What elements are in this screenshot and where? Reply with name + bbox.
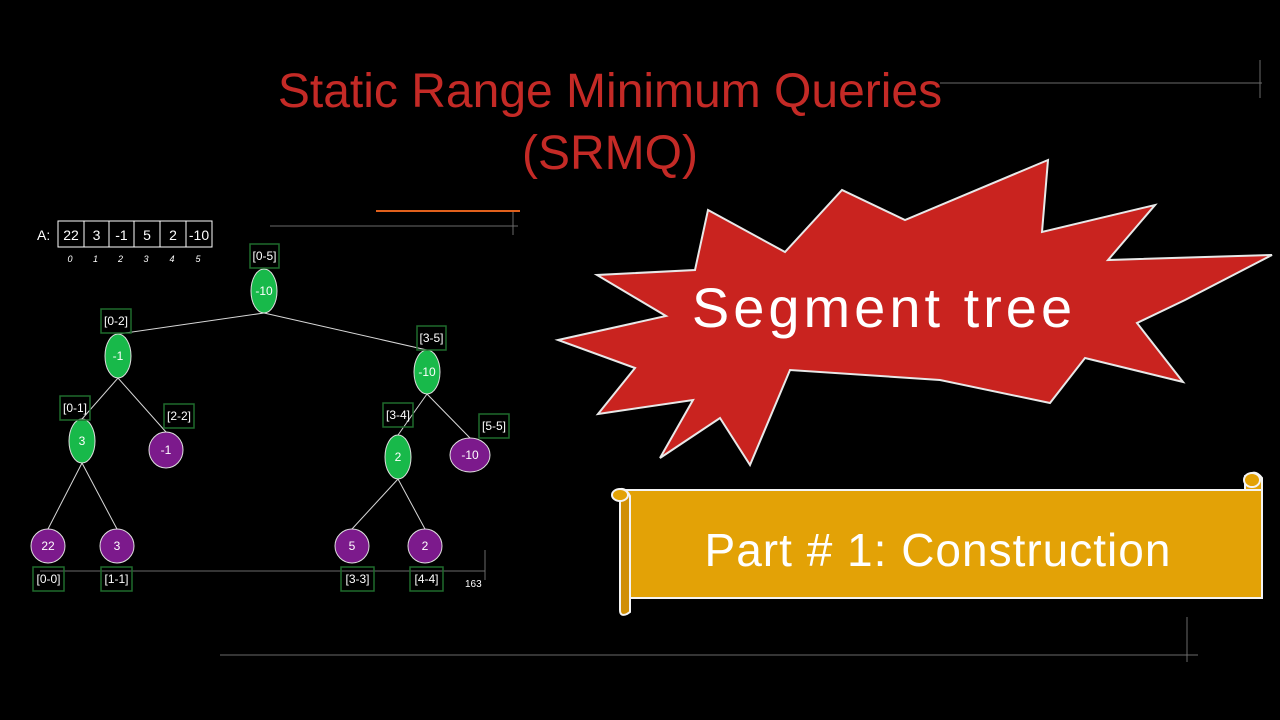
guide-lines — [40, 60, 1262, 662]
node-circle — [99, 528, 135, 564]
tree-nodes: -10 [0-5] -1 [0-2] -10 [3-5] 3 [0-1] -1 [2-2] 2 [3-… — [30, 243, 510, 592]
node-value: 2 — [395, 450, 402, 464]
range-label: [3-4] — [386, 408, 410, 422]
tree-edge — [81, 462, 118, 530]
banner-right-roll — [1243, 472, 1261, 488]
range-label: [5-5] — [482, 419, 506, 433]
segment-tree-burst: Segment tree — [554, 158, 1273, 468]
range-box — [340, 566, 375, 592]
tree-node-0-1: 3 [0-1] — [59, 395, 96, 464]
array-index: 5 — [195, 254, 201, 264]
array-value: 3 — [93, 227, 101, 243]
tree-edge — [397, 478, 426, 530]
array-index: 0 — [67, 254, 72, 264]
node-value: 5 — [349, 539, 356, 553]
array-a: A: 22 0 3 1 -1 2 5 3 2 4 -10 5 — [37, 220, 213, 264]
tree-edge — [351, 478, 399, 530]
range-box — [416, 325, 447, 351]
range-box — [249, 243, 280, 269]
node-value: 2 — [422, 539, 429, 553]
tree-node-0-0: 22 [0-0] — [30, 528, 66, 592]
tree-edge — [117, 312, 265, 335]
tree-edge — [426, 393, 471, 439]
tree-node-0-2: -1 [0-2] — [100, 308, 132, 379]
banner-text: Part # 1: Construction — [705, 524, 1172, 576]
array-index: 4 — [169, 254, 174, 264]
node-circle — [407, 528, 443, 564]
range-box — [409, 566, 444, 592]
array-cell — [185, 220, 213, 248]
range-box — [100, 566, 133, 592]
node-value: -10 — [255, 284, 273, 298]
range-label: [2-2] — [167, 409, 191, 423]
node-value: -10 — [418, 365, 436, 379]
array-index: 3 — [143, 254, 148, 264]
range-label: [1-1] — [104, 572, 128, 586]
tree-edges — [47, 312, 471, 530]
slide-title-line2: (SRMQ) — [522, 127, 698, 180]
node-value: -10 — [461, 448, 479, 462]
node-circle — [68, 418, 96, 464]
node-value: 3 — [79, 434, 86, 448]
node-circle — [449, 437, 491, 473]
node-value: -1 — [113, 349, 124, 363]
range-box — [382, 402, 414, 428]
array-value: 2 — [169, 227, 177, 243]
slide-title-line1: Static Range Minimum Queries — [277, 65, 943, 118]
banner-body — [619, 489, 1263, 599]
tree-node-3-3: 5 [3-3] — [334, 528, 375, 592]
tree-edge — [117, 377, 167, 433]
array-index: 2 — [117, 254, 123, 264]
array-value: -1 — [115, 227, 128, 243]
array-index: 1 — [93, 254, 98, 264]
node-value: 22 — [41, 539, 55, 553]
tree-node-3-5: -10 [3-5] — [413, 325, 447, 395]
node-value: -1 — [161, 443, 172, 457]
range-box — [163, 403, 195, 429]
node-value: 3 — [114, 539, 121, 553]
node-circle — [384, 434, 412, 480]
construction-banner: Part # 1: Construction — [611, 471, 1263, 616]
range-box — [59, 395, 91, 421]
range-label: [0-2] — [104, 314, 128, 328]
tree-node-1-1: 3 [1-1] — [99, 528, 135, 592]
tree-node-5-5: -10 [5-5] — [449, 413, 510, 473]
tree-footnote: 163 — [465, 579, 482, 590]
range-label: [3-3] — [345, 572, 369, 586]
array-label: A: — [37, 227, 50, 243]
tree-edge — [81, 377, 119, 420]
node-circle — [250, 268, 278, 314]
array-value: 5 — [143, 227, 151, 243]
node-circle — [334, 528, 370, 564]
array-value: 22 — [63, 227, 79, 243]
banner-left-roll — [611, 488, 629, 502]
range-label: [4-4] — [414, 572, 438, 586]
burst-shape — [554, 158, 1273, 468]
range-label: [0-1] — [63, 401, 87, 415]
array-value: -10 — [189, 227, 209, 243]
tree-node-2-2: -1 [2-2] — [148, 403, 195, 469]
range-box — [100, 308, 132, 334]
tree-node-0-5: -10 [0-5] — [249, 243, 280, 314]
banner-left-curl — [614, 487, 631, 616]
node-circle — [148, 431, 184, 469]
range-box — [478, 413, 510, 439]
tree-edge — [263, 312, 428, 351]
tree-node-3-4: 2 [3-4] — [382, 402, 414, 480]
burst-text: Segment tree — [692, 276, 1076, 339]
tree-node-4-4: 2 [4-4] — [407, 528, 444, 592]
node-circle — [30, 528, 66, 564]
range-box — [32, 566, 65, 592]
tree-edge — [47, 462, 83, 530]
range-label: [3-5] — [419, 331, 443, 345]
range-label: [0-5] — [252, 249, 276, 263]
node-circle — [104, 333, 132, 379]
range-label: [0-0] — [36, 572, 60, 586]
